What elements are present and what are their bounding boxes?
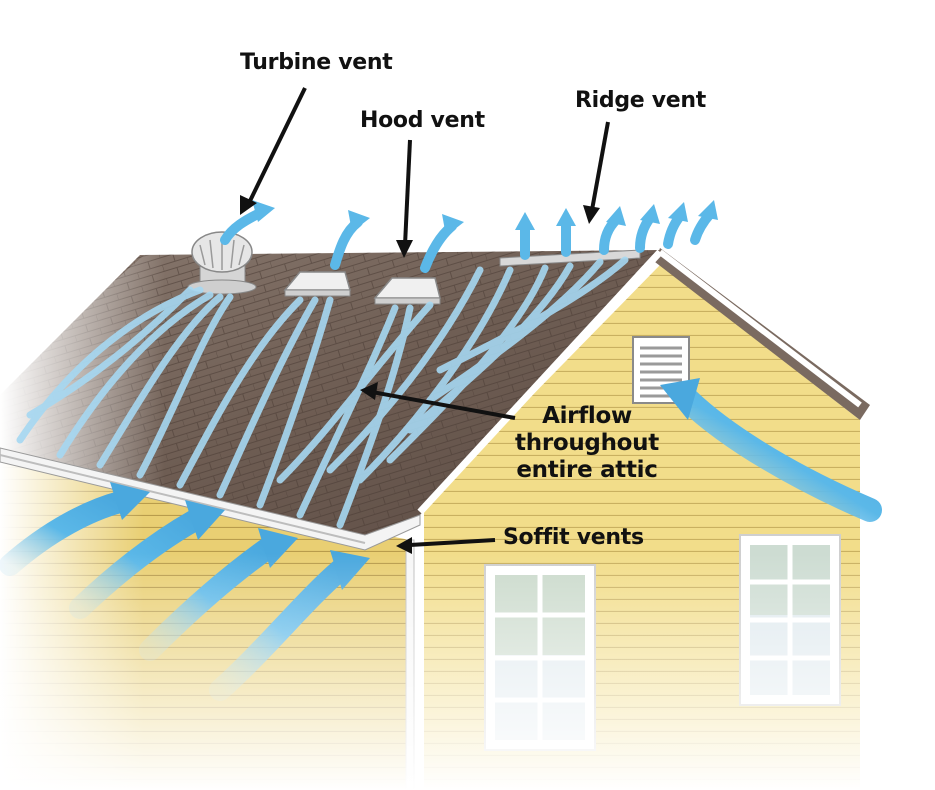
airflow-label-line-1: Airflow	[542, 403, 632, 429]
pointer-arrows	[240, 87, 610, 554]
turbine-vent-label: Turbine vent	[240, 50, 393, 75]
ridge-vent-label: Ridge vent	[575, 88, 706, 113]
hood-vent-label: Hood vent	[360, 108, 485, 133]
airflow-label: Airflow throughout entire attic	[512, 403, 662, 484]
airflow-label-line-3: entire attic	[516, 457, 658, 483]
soffit-vents-label: Soffit vents	[503, 525, 644, 550]
airflow-label-line-2: throughout	[515, 430, 659, 456]
